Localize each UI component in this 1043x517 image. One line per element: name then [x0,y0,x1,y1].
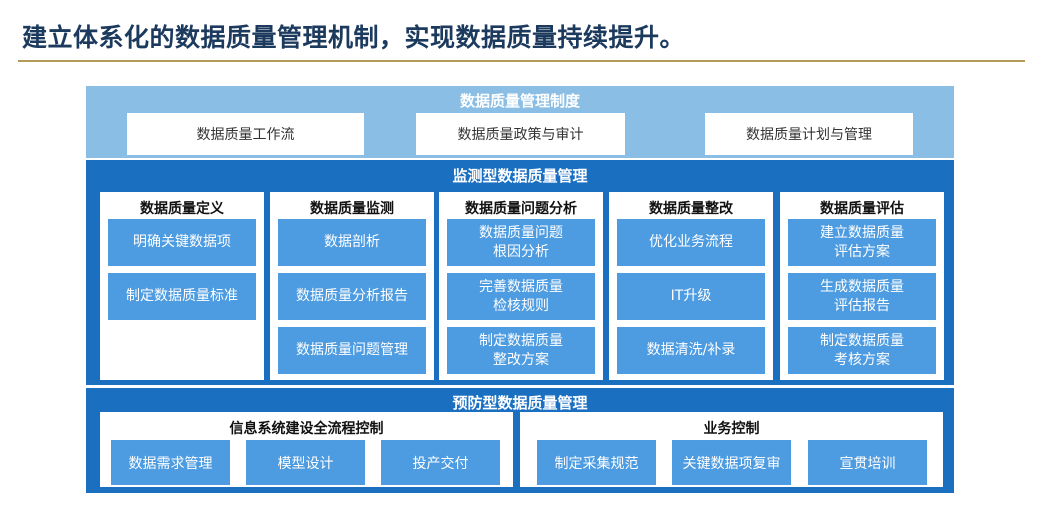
institution-section: 数据质量管理制度 数据质量工作流 数据质量政策与审计 数据质量计划与管理 [86,86,954,158]
prevention-item: 数据需求管理 [111,440,230,485]
monitoring-heading: 监测型数据质量管理 [452,167,588,185]
monitoring-item: 数据质量分析报告 [278,273,426,320]
monitoring-item: 数据剖析 [278,219,426,266]
monitoring-section: 监测型数据质量管理 数据质量定义明确关键数据项制定数据质量标准数据质量监测数据剖… [86,160,954,385]
monitoring-item: 优化业务流程 [617,219,765,266]
column-title: 数据质量整改 [649,201,733,217]
prevention-item: 关键数据项复审 [672,440,791,485]
monitoring-item: 制定数据质量 整改方案 [447,327,595,374]
panel-title: 业务控制 [703,421,760,437]
prevention-item: 投产交付 [381,440,500,485]
institution-item: 数据质量政策与审计 [416,113,625,155]
monitoring-column: 数据质量整改优化业务流程 IT升级数据清洗/补录 [609,192,773,380]
monitoring-column: 数据质量定义明确关键数据项制定数据质量标准 [100,192,264,380]
monitoring-item: 完善数据质量 检核规则 [447,273,595,320]
monitoring-item: 数据质量问题管理 [278,327,426,374]
column-title: 数据质量定义 [140,201,224,217]
title-divider [18,60,1025,62]
prevention-item: 模型设计 [246,440,365,485]
monitoring-item: 明确关键数据项 [108,219,256,266]
monitoring-column: 数据质量监测数据剖析数据质量分析报告数据质量问题管理 [270,192,434,380]
institution-item: 数据质量工作流 [127,113,364,155]
column-title: 数据质量评估 [820,201,904,217]
monitoring-item: 制定数据质量标准 [108,273,256,320]
prevention-item: 宣贯培训 [808,440,927,485]
page-title: 建立体系化的数据质量管理机制，实现数据质量持续提升。 [22,23,686,52]
institution-heading: 数据质量管理制度 [459,92,580,110]
institution-item: 数据质量计划与管理 [705,113,913,155]
prevention-panel: 业务控制 制定采集规范 关键数据项复审 宣贯培训 [520,412,943,487]
prevention-item: 制定采集规范 [537,440,656,485]
monitoring-item: 制定数据质量 考核方案 [788,327,936,374]
panel-title: 信息系统建设全流程控制 [229,421,384,437]
monitoring-item: 数据清洗/补录 [617,327,765,374]
prevention-section: 预防型数据质量管理 信息系统建设全流程控制 数据需求管理 模型设计 投产交付 业… [86,388,954,493]
column-title: 数据质量问题分析 [465,201,577,217]
monitoring-item: 建立数据质量 评估方案 [788,219,936,266]
column-title: 数据质量监测 [310,201,394,217]
prevention-heading: 预防型数据质量管理 [452,394,588,412]
monitoring-item: IT升级 [617,273,765,320]
monitoring-column: 数据质量问题分析数据质量问题 根因分析完善数据质量 检核规则制定数据质量 整改方… [439,192,603,380]
monitoring-column: 数据质量评估建立数据质量 评估方案生成数据质量 评估报告制定数据质量 考核方案 [780,192,944,380]
prevention-panel: 信息系统建设全流程控制 数据需求管理 模型设计 投产交付 [100,412,513,487]
monitoring-item: 数据质量问题 根因分析 [447,219,595,266]
monitoring-item: 生成数据质量 评估报告 [788,273,936,320]
